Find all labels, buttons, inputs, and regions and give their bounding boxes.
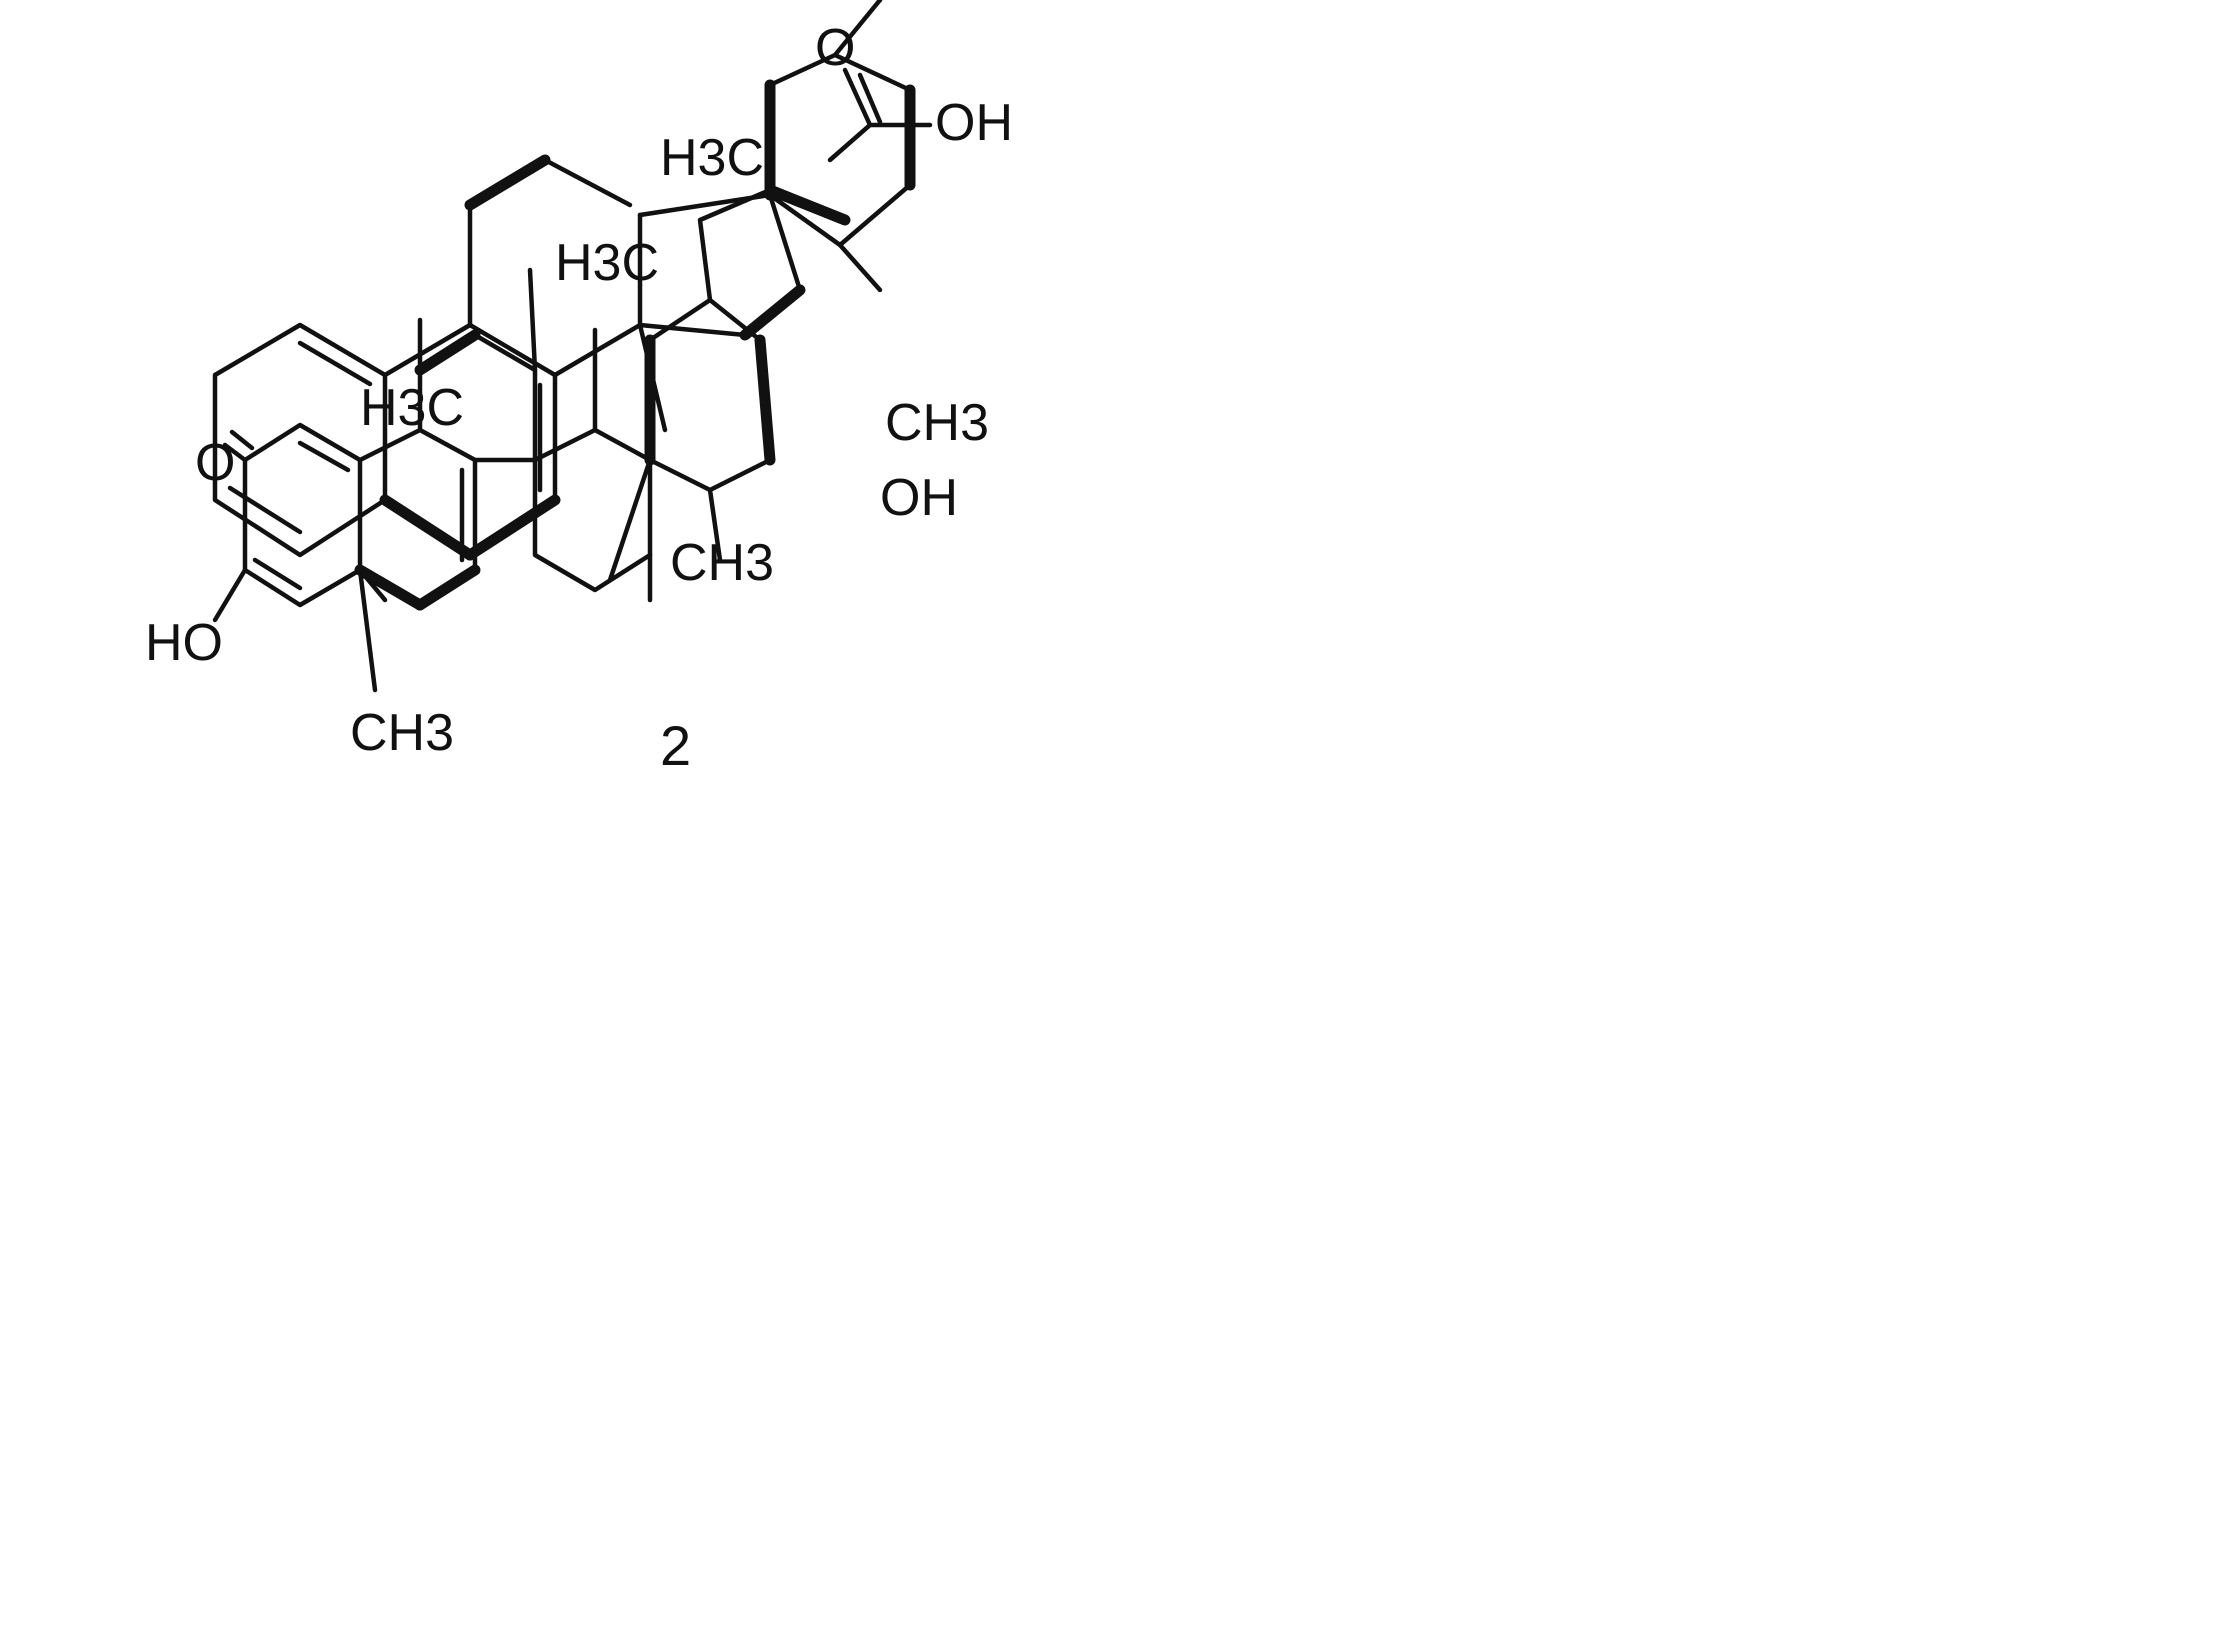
compound-2-me23: CH3 (350, 704, 454, 762)
compound-2-me25: H3C (360, 379, 464, 437)
compound-2-number: 2 (660, 714, 691, 777)
compound-2-acid: O OH (815, 19, 1013, 163)
compound-2-me27: H3C (555, 234, 659, 292)
compound-2: O OH H3C H3C H3C CH3 CH3 CH3 O OH HO 2 (145, 0, 1013, 777)
compound-2-me28: CH3 (885, 394, 989, 452)
compound-2-oh3: HO (145, 614, 223, 672)
compound-2-me26: CH3 (670, 534, 774, 592)
compound-2-me29: H3C (660, 129, 764, 187)
compound-2-acid-oh: OH (935, 94, 1013, 152)
compound-2-keto-o: O (195, 434, 235, 492)
compound-2-acid-o: O (815, 19, 855, 77)
compound-2-skeleton (212, 184, 851, 693)
compound-2-oh22: OH (880, 469, 958, 527)
